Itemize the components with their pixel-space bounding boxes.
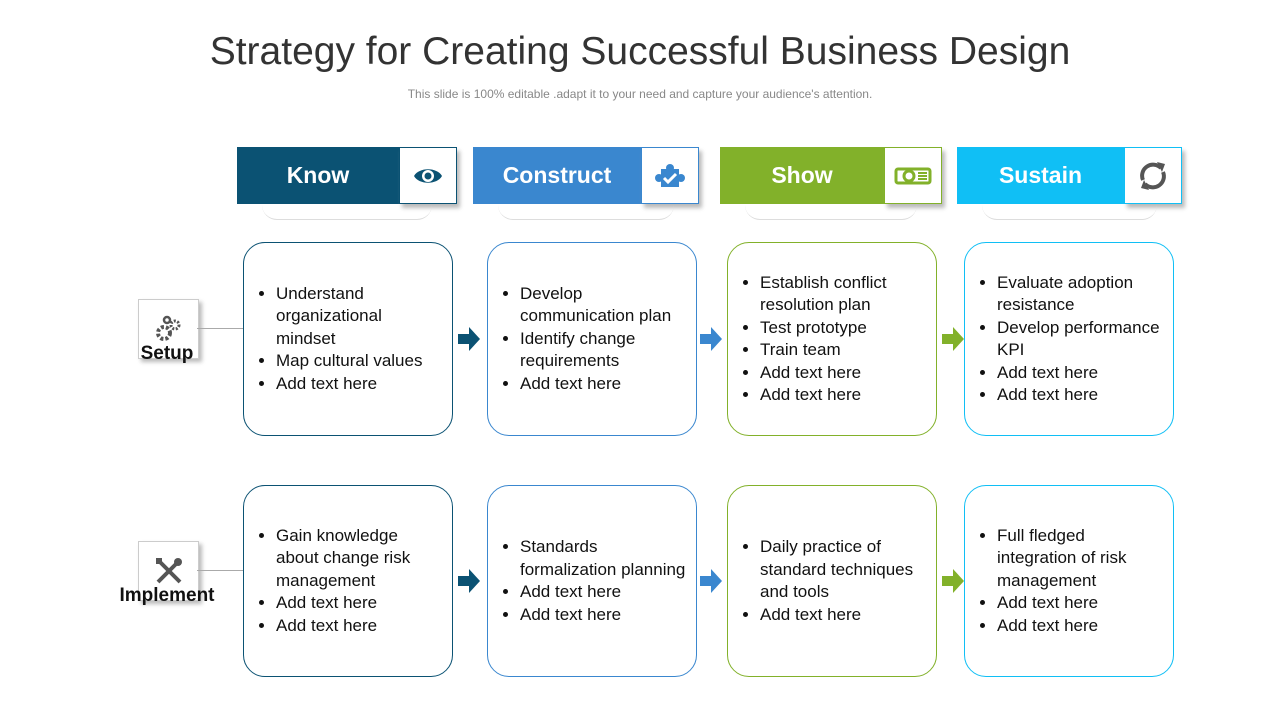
bullet-item: Understand organizational mindset bbox=[276, 283, 442, 351]
eye-icon bbox=[399, 147, 457, 204]
bullet-item: Add text here bbox=[276, 373, 442, 396]
brace bbox=[982, 205, 1157, 220]
step-card: Develop communication planIdentify chang… bbox=[487, 242, 697, 436]
bullet-item: Add text here bbox=[997, 362, 1163, 385]
slide-subtitle: This slide is 100% editable .adapt it to… bbox=[407, 87, 873, 101]
bullet-item: Add text here bbox=[997, 615, 1163, 638]
bullet-list: Daily practice of standard techniques an… bbox=[740, 536, 926, 626]
bullet-item: Add text here bbox=[997, 592, 1163, 615]
step-card: Standards formalization planningAdd text… bbox=[487, 485, 697, 677]
refresh-icon bbox=[1124, 147, 1182, 204]
step-card: Full fledged integration of risk managem… bbox=[964, 485, 1174, 677]
arrow-right-icon bbox=[942, 327, 964, 351]
step-card: Daily practice of standard techniques an… bbox=[727, 485, 937, 677]
arrow-right-icon bbox=[458, 569, 480, 593]
bullet-item: Add text here bbox=[997, 384, 1163, 407]
bullet-item: Add text here bbox=[760, 604, 926, 627]
bullet-item: Gain knowledge about change risk managem… bbox=[276, 525, 442, 593]
bullet-list: Evaluate adoption resistanceDevelop perf… bbox=[977, 272, 1163, 407]
row-label: Implement bbox=[119, 585, 215, 606]
bullet-item: Develop communication plan bbox=[520, 283, 686, 328]
bullet-item: Full fledged integration of risk managem… bbox=[997, 525, 1163, 593]
bullet-item: Daily practice of standard techniques an… bbox=[760, 536, 926, 604]
bullet-list: Understand organizational mindsetMap cul… bbox=[256, 283, 442, 396]
bullet-item: Evaluate adoption resistance bbox=[997, 272, 1163, 317]
bullet-list: Full fledged integration of risk managem… bbox=[977, 525, 1163, 638]
puzzle-check-icon bbox=[641, 147, 699, 204]
column-header-show: Show bbox=[720, 147, 942, 204]
bullet-item: Standards formalization planning bbox=[520, 536, 686, 581]
column-label: Construct bbox=[502, 162, 612, 188]
connector-line bbox=[197, 570, 243, 571]
column-header-know: Know bbox=[237, 147, 457, 204]
bullet-item: Test prototype bbox=[760, 317, 926, 340]
bullet-list: Develop communication planIdentify chang… bbox=[500, 283, 686, 396]
bullet-item: Add text here bbox=[520, 604, 686, 627]
step-card: Evaluate adoption resistanceDevelop perf… bbox=[964, 242, 1174, 436]
gears-icon bbox=[138, 299, 199, 359]
connector-line bbox=[197, 328, 243, 329]
row-label: Setup bbox=[140, 343, 194, 364]
bullet-item: Add text here bbox=[276, 592, 442, 615]
bullet-item: Add text here bbox=[760, 362, 926, 385]
bullet-item: Identify change requirements bbox=[520, 328, 686, 373]
tools-icon bbox=[138, 541, 199, 601]
step-card: Understand organizational mindsetMap cul… bbox=[243, 242, 453, 436]
column-label: Show bbox=[771, 162, 833, 188]
arrow-right-icon bbox=[458, 327, 480, 351]
bullet-item: Develop performance KPI bbox=[997, 317, 1163, 362]
column-label: Know bbox=[286, 162, 350, 188]
bullet-item: Establish conflict resolution plan bbox=[760, 272, 926, 317]
bullet-item: Add text here bbox=[760, 384, 926, 407]
brace bbox=[745, 205, 917, 220]
bullet-list: Gain knowledge about change risk managem… bbox=[256, 525, 442, 638]
column-header-construct: Construct bbox=[473, 147, 699, 204]
column-label: Sustain bbox=[998, 162, 1083, 188]
slide-title: Strategy for Creating Successful Busines… bbox=[209, 30, 1071, 73]
bullet-item: Add text here bbox=[520, 581, 686, 604]
bullet-list: Establish conflict resolution planTest p… bbox=[740, 272, 926, 407]
bullet-list: Standards formalization planningAdd text… bbox=[500, 536, 686, 626]
bullet-item: Add text here bbox=[276, 615, 442, 638]
column-header-sustain: Sustain bbox=[957, 147, 1182, 204]
bullet-item: Train team bbox=[760, 339, 926, 362]
brace bbox=[498, 205, 674, 220]
step-card: Gain knowledge about change risk managem… bbox=[243, 485, 453, 677]
brace bbox=[262, 205, 432, 220]
step-card: Establish conflict resolution planTest p… bbox=[727, 242, 937, 436]
arrow-right-icon bbox=[700, 569, 722, 593]
arrow-right-icon bbox=[942, 569, 964, 593]
bullet-item: Map cultural values bbox=[276, 350, 442, 373]
arrow-right-icon bbox=[700, 327, 722, 351]
projector-icon bbox=[884, 147, 942, 204]
bullet-item: Add text here bbox=[520, 373, 686, 396]
